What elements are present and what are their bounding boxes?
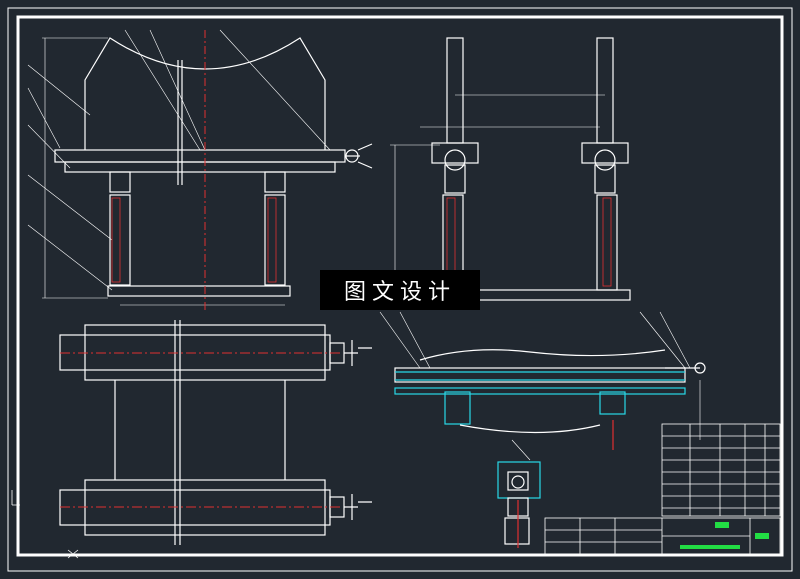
plan-view	[59, 320, 372, 545]
handwheel-plan-bottom	[344, 494, 372, 520]
section-table	[394, 367, 686, 383]
lift-cylinder-left	[109, 194, 131, 286]
handwheel-left	[357, 143, 373, 169]
detail-head	[497, 461, 541, 499]
front-view	[27, 29, 373, 306]
drawing-border	[16, 15, 784, 557]
section-view	[379, 311, 706, 450]
outer-frame	[7, 7, 793, 572]
parts-list-table	[661, 423, 781, 517]
title-block	[544, 517, 781, 556]
side-view	[390, 37, 631, 301]
detail-view	[497, 439, 541, 548]
worktable-top	[54, 149, 346, 163]
lift-cylinder-right	[264, 194, 286, 286]
handwheel-plan-top	[344, 340, 372, 366]
front-base-beam	[107, 285, 291, 297]
watermark-stamp: 图文设计	[320, 270, 480, 310]
